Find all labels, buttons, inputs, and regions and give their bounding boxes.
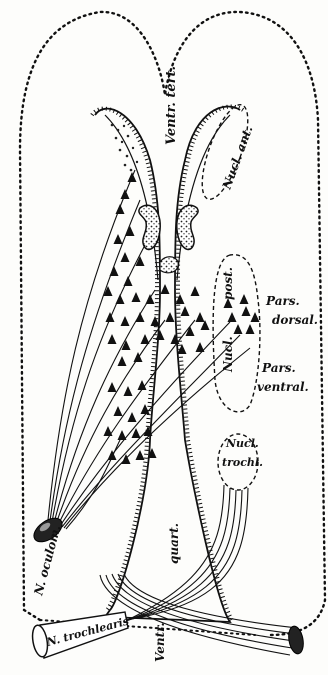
neuron-cell [124,386,133,396]
label-ventr: Ventr. [153,622,167,662]
neuron-cell [121,189,130,199]
neuron-cell [191,286,200,296]
neuron-cell [196,342,205,352]
neuron-cell [110,266,119,276]
neuron-cell [161,284,170,294]
neuron-cell [228,312,237,322]
neuron-cell [166,312,175,322]
label-quart: quart. [167,523,181,564]
neuron-cell [246,324,255,334]
neuron-cell [118,356,127,366]
neuron-cell [146,294,155,304]
neuron-cell [114,406,123,416]
neuron-cell [108,334,117,344]
neuron-cell [171,334,180,344]
neuron-cell [106,312,115,322]
neuron-cell [251,312,260,322]
neuron-cell [104,426,113,436]
neuron-cell [181,306,190,316]
left-nucleus [139,205,160,249]
neuron-cell [196,312,205,322]
neuron-cell [136,450,145,460]
neuron-cell [108,382,117,392]
central-nucleus [160,257,178,273]
neuron-cell [121,252,130,262]
neuron-cell [116,294,125,304]
neuron-cell [124,276,133,286]
neuron-cell [141,404,150,414]
neuron-cell [234,324,243,334]
neuron-cell [128,412,137,422]
neuron-cell [121,316,130,326]
label-pars-ventral: Pars.ventral. [257,361,309,394]
neuron-cell [240,294,249,304]
neuron-cell [116,204,125,214]
label-pars-dorsal: Pars.dorsal. [265,294,318,327]
label-nucl-ant: Nucl. ant. [219,124,255,192]
neuron-cell [132,292,141,302]
right-nucleus [177,205,198,249]
neuron-cell [242,306,251,316]
neuron-cell [176,294,185,304]
neuron-cell [114,234,123,244]
trochlear-stump-right [287,625,306,655]
label-post: post. [221,267,235,300]
label-ventr-tert: Ventr. tert. [164,66,179,145]
neuron-cell [128,172,137,182]
label-nucl: Nucl. [221,336,235,373]
neuron-cell [141,334,150,344]
neuron-cell [118,430,127,440]
neuron-cell [136,312,145,322]
